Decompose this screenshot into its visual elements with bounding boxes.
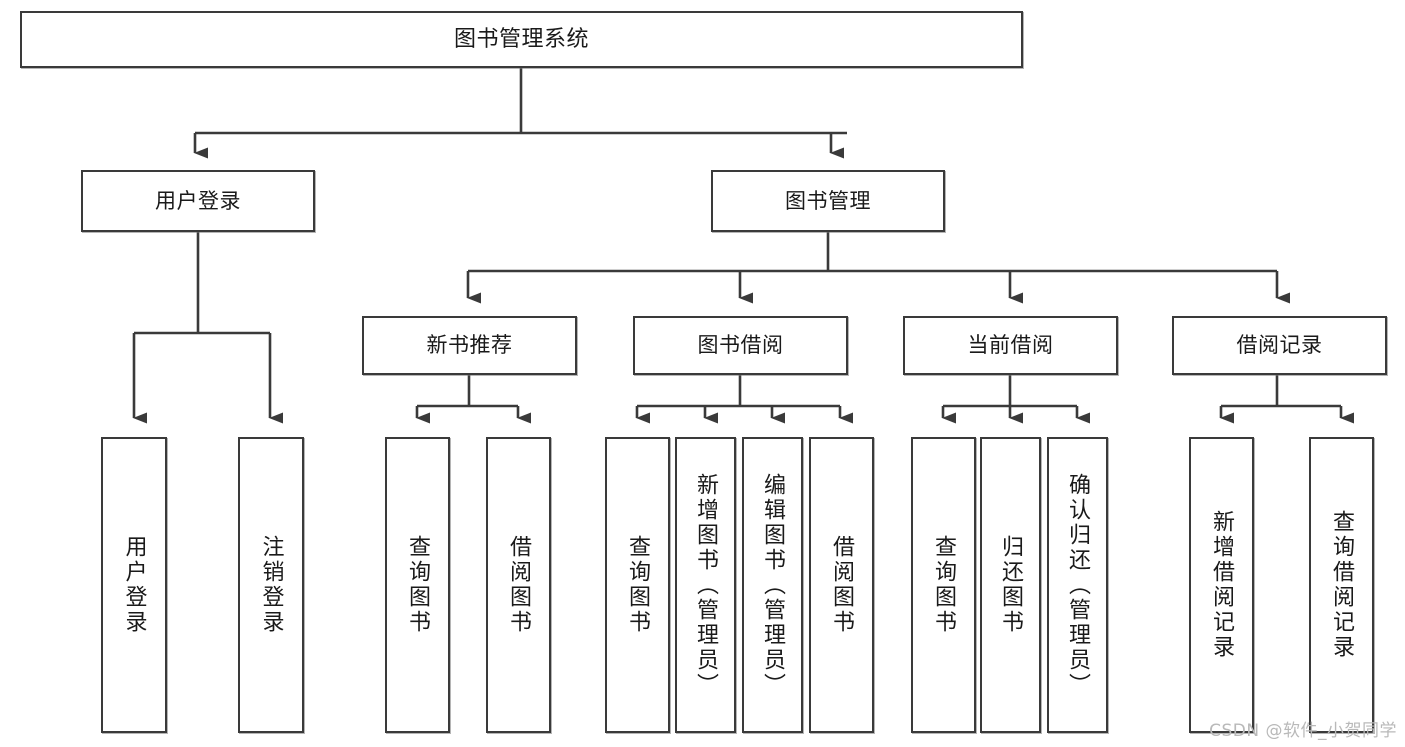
- node-leaf-query-record[interactable]: 查询借阅记录: [1309, 437, 1374, 733]
- node-leaf-confirm-return[interactable]: 确认归还（管理员）: [1047, 437, 1108, 733]
- node-leaf-query-book-1-label: 查询图书: [405, 535, 431, 635]
- node-leaf-query-book-2-label: 查询图书: [625, 535, 651, 635]
- node-leaf-query-record-label: 查询借阅记录: [1329, 510, 1355, 660]
- node-leaf-user-login-label: 用户登录: [121, 535, 147, 635]
- node-leaf-borrow-book-1[interactable]: 借阅图书: [486, 437, 551, 733]
- node-new-book-recommend-label: 新书推荐: [426, 333, 513, 358]
- node-book-borrow[interactable]: 图书借阅: [633, 316, 848, 375]
- node-current-borrow-label: 当前借阅: [967, 333, 1054, 358]
- node-leaf-add-book[interactable]: 新增图书（管理员）: [675, 437, 736, 733]
- node-borrow-record-label: 借阅记录: [1236, 333, 1323, 358]
- node-leaf-query-book-3-label: 查询图书: [931, 535, 957, 635]
- node-leaf-return-book-label: 归还图书: [998, 535, 1024, 635]
- node-leaf-add-record[interactable]: 新增借阅记录: [1189, 437, 1254, 733]
- csdn-watermark: CSDN @软件_小贺同学: [1209, 721, 1397, 741]
- node-leaf-query-book-2[interactable]: 查询图书: [605, 437, 670, 733]
- node-book-borrow-label: 图书借阅: [697, 333, 784, 358]
- node-leaf-query-book-1[interactable]: 查询图书: [385, 437, 450, 733]
- node-leaf-confirm-return-label: 确认归还（管理员）: [1065, 472, 1091, 698]
- node-current-borrow[interactable]: 当前借阅: [903, 316, 1118, 375]
- node-root[interactable]: 图书管理系统: [20, 11, 1023, 68]
- node-leaf-query-book-3[interactable]: 查询图书: [911, 437, 976, 733]
- node-leaf-user-logout-label: 注销登录: [258, 535, 284, 635]
- node-leaf-edit-book-label: 编辑图书（管理员）: [760, 472, 786, 698]
- node-book-mgmt-label: 图书管理: [785, 188, 871, 213]
- node-leaf-borrow-book-2[interactable]: 借阅图书: [809, 437, 874, 733]
- node-borrow-record[interactable]: 借阅记录: [1172, 316, 1387, 375]
- node-leaf-add-book-label: 新增图书（管理员）: [693, 472, 719, 698]
- node-root-label: 图书管理系统: [453, 26, 589, 52]
- node-leaf-user-login[interactable]: 用户登录: [101, 437, 167, 733]
- node-leaf-return-book[interactable]: 归还图书: [980, 437, 1041, 733]
- node-leaf-user-logout[interactable]: 注销登录: [238, 437, 304, 733]
- node-leaf-add-record-label: 新增借阅记录: [1209, 510, 1235, 660]
- node-leaf-edit-book[interactable]: 编辑图书（管理员）: [742, 437, 803, 733]
- node-book-mgmt[interactable]: 图书管理: [711, 170, 945, 232]
- node-user-login[interactable]: 用户登录: [81, 170, 315, 232]
- node-leaf-borrow-book-2-label: 借阅图书: [829, 535, 855, 635]
- node-new-book-recommend[interactable]: 新书推荐: [362, 316, 577, 375]
- node-user-login-label: 用户登录: [155, 188, 241, 213]
- node-leaf-borrow-book-1-label: 借阅图书: [506, 535, 532, 635]
